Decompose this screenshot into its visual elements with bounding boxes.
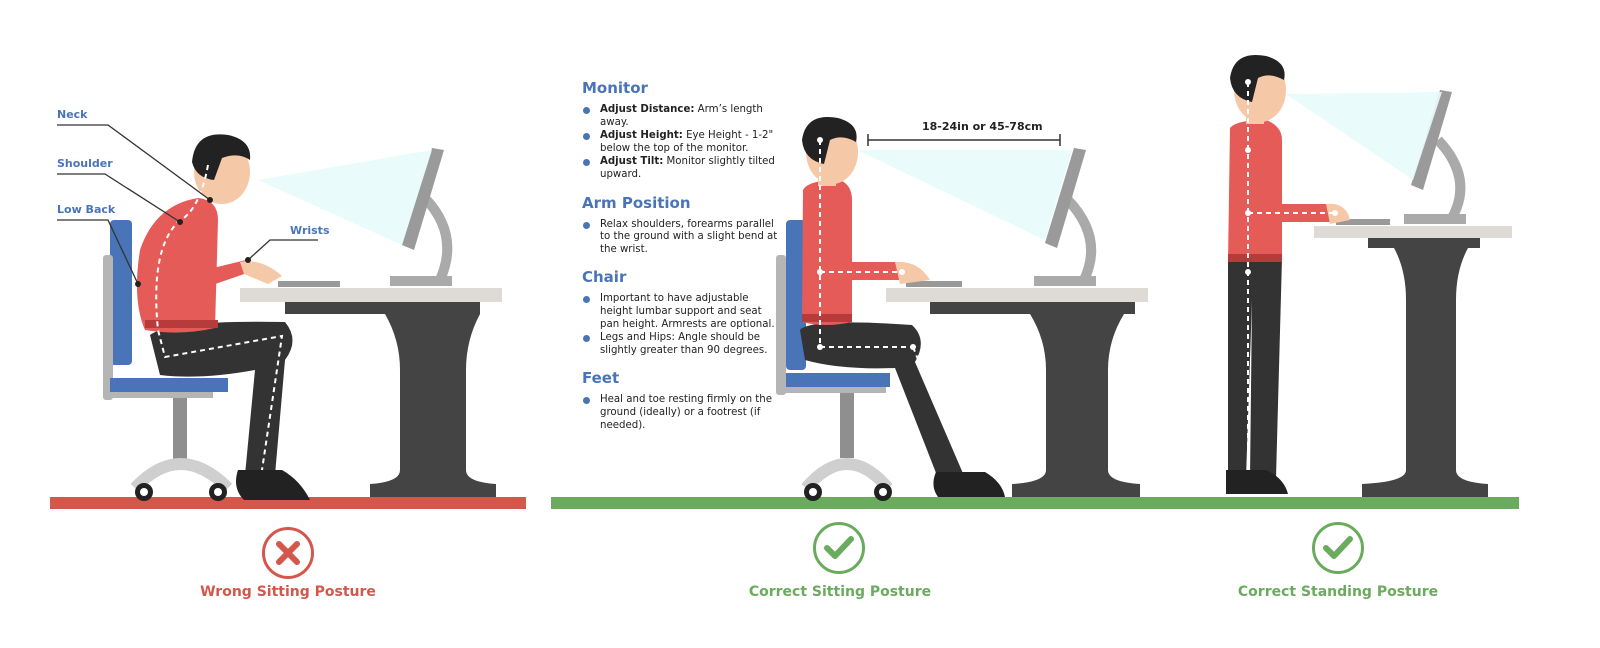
chair-backrest [110,220,132,365]
section-title: Chair [582,268,627,287]
cross-icon [262,527,314,579]
callout-neck: Neck [57,108,88,121]
list-item: Adjust Tilt: Monitor slightly tilted upw… [582,156,782,181]
section-title: Arm Position [582,193,691,212]
list-item: Adjust Distance: Arm’s length away. [582,104,782,129]
pants [150,321,293,475]
chair-seat [110,378,228,392]
list-item: Adjust Height: Eye Height - 1-2" below t… [582,130,782,155]
list-item: Legs and Hips: Angle should be slightly … [582,332,782,357]
ergonomics-guide: Monitor Adjust Distance: Arm’s length aw… [582,78,782,443]
wrong-floor [50,497,526,509]
list-item: Heal and toe resting firmly on the groun… [582,394,782,432]
guide-arm-position: Arm Position Relax shoulders, forearms p… [582,193,782,257]
desk-leg [370,314,496,497]
callout-wrists: Wrists [290,224,330,237]
sight-beam [258,150,432,245]
monitor [402,148,444,250]
list-item: Relax shoulders, forearms parallel to th… [582,219,782,257]
list-item: Important to have adjustable height lumb… [582,293,782,331]
callout-shoulder: Shoulder [57,157,113,170]
correct-floor [551,497,1519,509]
correct-standing-label: Correct Standing Posture [1237,584,1439,600]
shoe [236,470,310,500]
check-icon [813,522,865,574]
wrong-posture-label: Wrong Sitting Posture [200,584,376,600]
check-icon [1312,522,1364,574]
desk-top [240,288,502,302]
section-title: Feet [582,369,620,388]
distance-marker [867,134,1061,146]
correct-sitting-figure [551,116,1519,509]
guide-chair: Chair Important to have adjustable heigh… [582,267,782,357]
callout-low-back: Low Back [57,203,116,216]
correct-standing-figure [1226,54,1512,497]
distance-label: 18-24in or 45-78cm [922,120,1043,133]
guide-feet: Feet Heal and toe resting firmly on the … [582,368,782,432]
section-title: Monitor [582,79,648,97]
guide-monitor: Monitor Adjust Distance: Arm’s length aw… [582,78,782,182]
correct-sitting-label: Correct Sitting Posture [748,584,932,600]
wrong-posture-figure [50,124,526,509]
